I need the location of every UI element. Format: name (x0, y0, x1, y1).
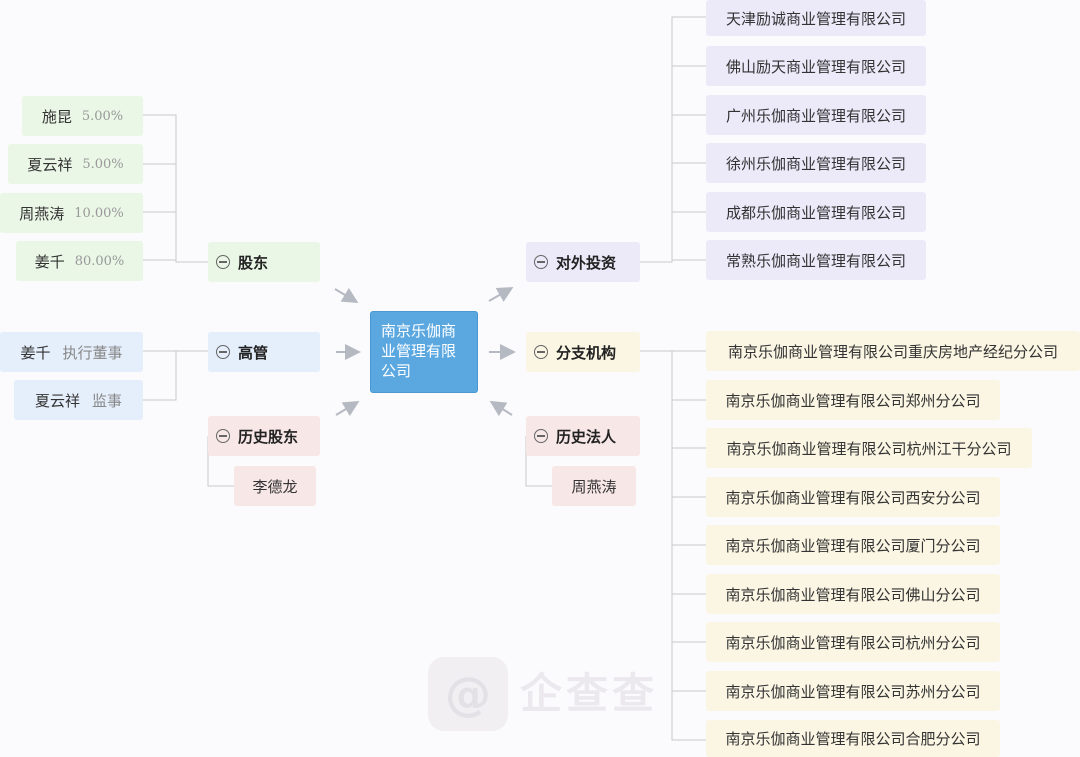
category-label: 历史股东 (238, 427, 299, 446)
shareholder-pct: 10.00% (74, 205, 124, 221)
collapse-icon[interactable] (216, 255, 230, 269)
category-label: 历史法人 (556, 427, 617, 446)
branch-node[interactable]: 南京乐伽商业管理有限公司郑州分公司 (706, 380, 1000, 420)
shareholder-node[interactable]: 夏云祥 5.00% (8, 144, 143, 184)
investment-node[interactable]: 常熟乐伽商业管理有限公司 (706, 240, 926, 280)
center-company-node[interactable]: 南京乐伽商业管理有限公司 (370, 311, 478, 393)
executive-name: 夏云祥 (34, 391, 80, 410)
collapse-icon[interactable] (534, 345, 548, 359)
category-investments[interactable]: 对外投资 (526, 242, 640, 282)
collapse-icon[interactable] (216, 429, 230, 443)
branch-node[interactable]: 南京乐伽商业管理有限公司杭州分公司 (706, 622, 1000, 662)
history-legal-node[interactable]: 周燕涛 (552, 466, 636, 506)
investment-node[interactable]: 佛山励天商业管理有限公司 (706, 46, 926, 86)
executive-node[interactable]: 夏云祥 监事 (14, 380, 143, 420)
watermark-logo-icon: @ (428, 657, 508, 731)
branch-node[interactable]: 南京乐伽商业管理有限公司合肥分公司 (706, 720, 1000, 757)
branch-node[interactable]: 南京乐伽商业管理有限公司杭州江干分公司 (706, 428, 1032, 468)
collapse-icon[interactable] (534, 255, 548, 269)
executive-role: 执行董事 (62, 343, 123, 362)
executive-node[interactable]: 姜千 执行董事 (0, 332, 143, 372)
shareholder-name: 施昆 (41, 107, 72, 126)
category-label: 对外投资 (556, 253, 617, 272)
shareholder-name: 夏云祥 (27, 155, 73, 174)
investment-node[interactable]: 广州乐伽商业管理有限公司 (706, 95, 926, 135)
shareholder-node[interactable]: 姜千 80.00% (16, 241, 143, 281)
shareholder-name: 周燕涛 (19, 204, 65, 223)
investment-node[interactable]: 徐州乐伽商业管理有限公司 (706, 143, 926, 183)
shareholder-node[interactable]: 施昆 5.00% (22, 96, 143, 136)
shareholder-node[interactable]: 周燕涛 10.00% (0, 193, 143, 233)
watermark-brand: 企查查 (520, 669, 659, 718)
shareholder-pct: 5.00% (81, 108, 124, 124)
branch-node[interactable]: 南京乐伽商业管理有限公司重庆房地产经纪分公司 (706, 331, 1080, 371)
collapse-icon[interactable] (216, 345, 230, 359)
branch-node[interactable]: 南京乐伽商业管理有限公司佛山分公司 (706, 574, 1000, 614)
category-label: 股东 (238, 253, 269, 272)
shareholder-pct: 80.00% (74, 253, 125, 269)
category-executives[interactable]: 高管 (208, 332, 320, 372)
executive-role: 监事 (92, 391, 123, 410)
category-history-legal[interactable]: 历史法人 (526, 416, 640, 456)
category-branches[interactable]: 分支机构 (526, 332, 640, 372)
category-label: 高管 (238, 343, 269, 362)
history-shareholder-node[interactable]: 李德龙 (234, 466, 316, 506)
branch-node[interactable]: 南京乐伽商业管理有限公司西安分公司 (706, 477, 1000, 517)
investment-node[interactable]: 成都乐伽商业管理有限公司 (706, 192, 926, 232)
category-history-shareholders[interactable]: 历史股东 (208, 416, 320, 456)
branch-node[interactable]: 南京乐伽商业管理有限公司苏州分公司 (706, 671, 1000, 711)
category-label: 分支机构 (556, 343, 617, 362)
executive-name: 姜千 (20, 343, 51, 362)
collapse-icon[interactable] (534, 429, 548, 443)
investment-node[interactable]: 天津励诚商业管理有限公司 (706, 0, 926, 36)
shareholder-name: 姜千 (34, 252, 65, 271)
shareholder-pct: 5.00% (82, 156, 124, 172)
category-shareholders[interactable]: 股东 (208, 242, 320, 282)
branch-node[interactable]: 南京乐伽商业管理有限公司厦门分公司 (706, 525, 1000, 565)
